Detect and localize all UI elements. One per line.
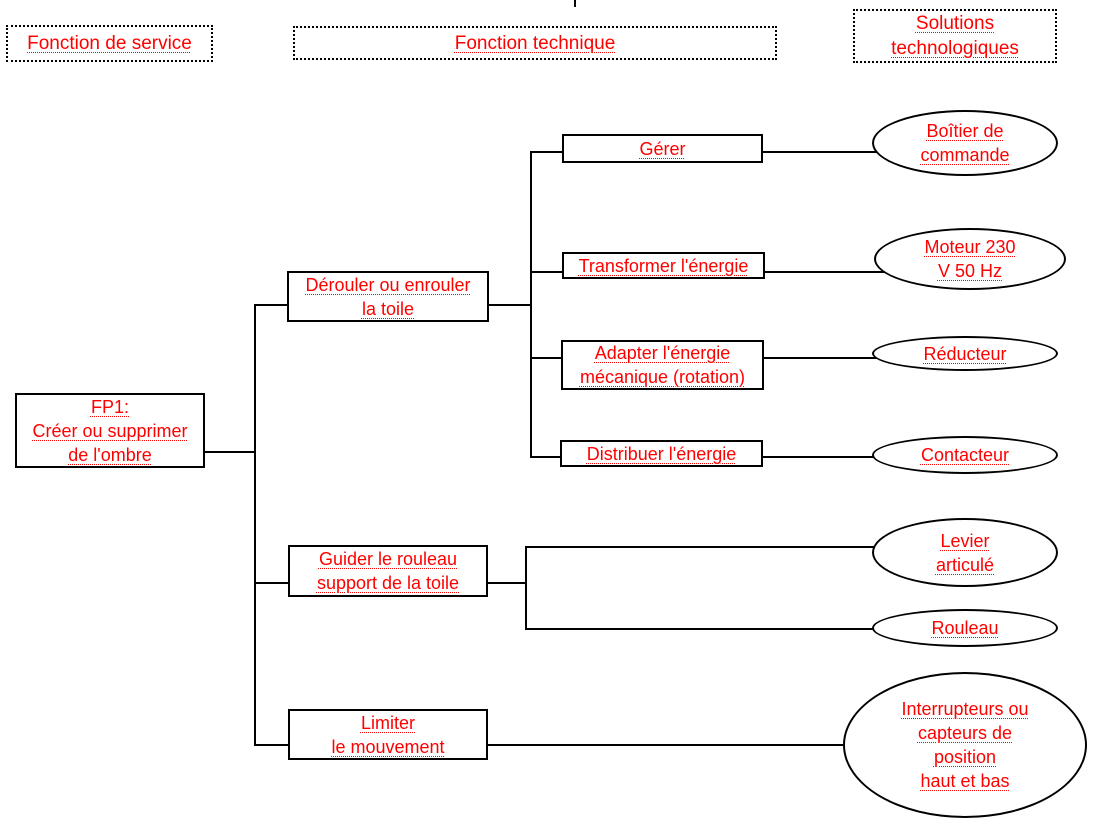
node-limiter-le-mouvement: Limiter le mouvement bbox=[288, 709, 488, 760]
node-label: Guider le rouleau support de la toile bbox=[316, 549, 460, 593]
node-label: Limiter le mouvement bbox=[331, 712, 445, 757]
node-fp1-creer-ou-supprimer-ombre: FP1: Créer ou supprimer de l'ombre bbox=[15, 393, 205, 468]
connector-trunk-guider bbox=[525, 546, 527, 630]
column-header-label: Solutions technologiques bbox=[891, 13, 1019, 59]
connector-branch-distribuer bbox=[530, 456, 564, 458]
solution-levier-articule: Levier articulé bbox=[872, 518, 1058, 587]
node-distribuer-energie: Distribuer l'énergie bbox=[560, 440, 763, 467]
node-transformer-energie: Transformer l'énergie bbox=[562, 252, 765, 279]
node-gerer: Gérer bbox=[562, 134, 763, 163]
connector-derouler-out bbox=[485, 304, 532, 306]
solution-moteur-230v-50hz: Moteur 230 V 50 Hz bbox=[874, 228, 1066, 290]
solution-label: Moteur 230 V 50 Hz bbox=[924, 237, 1016, 281]
column-header-fonction-de-service: Fonction de service bbox=[6, 25, 213, 62]
connector-distribuer-contacteur bbox=[761, 456, 931, 458]
connector-limiter-interrupteurs bbox=[486, 744, 916, 746]
node-label: Gérer bbox=[639, 138, 686, 159]
solution-label: Contacteur bbox=[920, 445, 1010, 465]
solution-label: Rouleau bbox=[931, 618, 999, 638]
solution-rouleau: Rouleau bbox=[872, 609, 1058, 647]
connector-branch-limiter bbox=[254, 744, 294, 746]
connector-branch-guider bbox=[254, 582, 294, 584]
solution-label: Réducteur bbox=[923, 343, 1007, 364]
node-derouler-ou-enrouler-la-toile: Dérouler ou enrouler la toile bbox=[287, 271, 489, 322]
solution-label: Levier articulé bbox=[935, 530, 995, 575]
solution-boitier-de-commande: Boîtier de commande bbox=[872, 110, 1058, 176]
connector-transformer-moteur bbox=[763, 271, 933, 273]
node-label: Adapter l'énergie mécanique (rotation) bbox=[579, 343, 746, 387]
top-edge-artifact-line bbox=[574, 0, 576, 7]
solution-interrupteurs-capteurs: Interrupteurs ou capteurs de position ha… bbox=[843, 672, 1087, 818]
node-label: Distribuer l'énergie bbox=[586, 443, 737, 464]
node-guider-le-rouleau: Guider le rouleau support de la toile bbox=[288, 545, 488, 597]
connector-adapter-reducteur bbox=[762, 357, 932, 359]
connector-branch-adapter bbox=[530, 357, 565, 359]
connector-guider-rouleau bbox=[525, 628, 945, 630]
solution-label: Interrupteurs ou capteurs de position ha… bbox=[901, 699, 1029, 791]
solution-contacteur: Contacteur bbox=[872, 436, 1058, 474]
solution-label: Boîtier de commande bbox=[920, 121, 1010, 165]
column-header-label: Fonction technique bbox=[454, 32, 616, 54]
connector-gerer-boitier bbox=[761, 151, 931, 153]
column-header-fonction-technique: Fonction technique bbox=[293, 26, 777, 60]
connector-branch-derouler bbox=[254, 304, 294, 306]
node-adapter-energie-mecanique: Adapter l'énergie mécanique (rotation) bbox=[561, 340, 764, 390]
node-label: FP1: Créer ou supprimer de l'ombre bbox=[32, 396, 188, 465]
connector-guider-out bbox=[486, 582, 527, 584]
node-label: Transformer l'énergie bbox=[578, 255, 749, 276]
column-header-label: Fonction de service bbox=[27, 33, 192, 54]
connector-fp1-out bbox=[203, 451, 256, 453]
connector-trunk-main bbox=[254, 304, 256, 746]
column-header-solutions-technologiques: Solutions technologiques bbox=[853, 9, 1057, 63]
connector-branch-gerer bbox=[530, 151, 566, 153]
connector-trunk-derouler bbox=[530, 151, 532, 458]
connector-guider-levier bbox=[525, 546, 945, 548]
node-label: Dérouler ou enrouler la toile bbox=[305, 274, 471, 319]
connector-branch-transformer bbox=[530, 271, 566, 273]
solution-reducteur: Réducteur bbox=[872, 336, 1058, 371]
